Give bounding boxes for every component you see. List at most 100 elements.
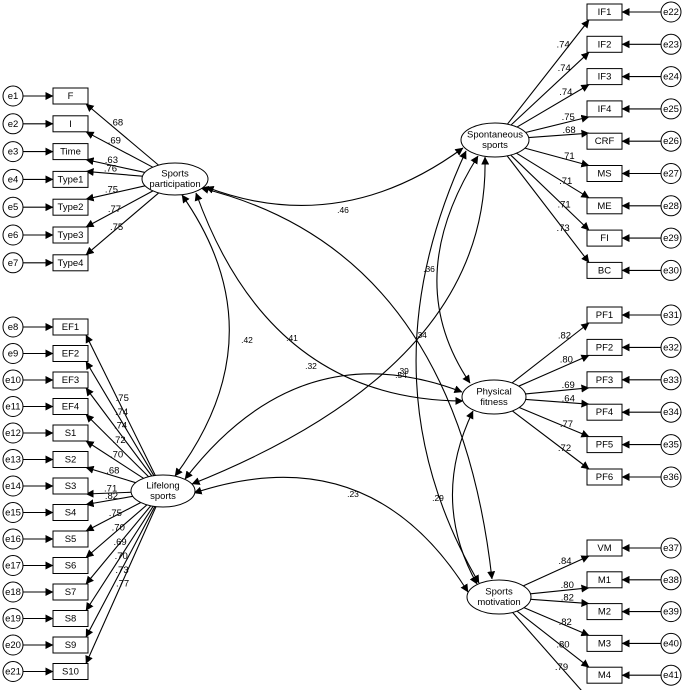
loading-label-Type1: .76: [104, 164, 117, 175]
error-label-e33: e33: [663, 375, 679, 386]
indicator-box-M1: [586, 571, 623, 589]
error-label-e32: e32: [663, 342, 679, 353]
loading-path-S4: [85, 495, 133, 508]
indicator-label-Type3: Type3: [58, 230, 84, 241]
loading-path-S10: [85, 506, 157, 664]
indicator-label-IF2: IF2: [598, 39, 612, 50]
error-circle-e1: [2, 85, 24, 107]
loading-label-PF6: .72: [558, 443, 571, 454]
error-label-e39: e39: [663, 607, 679, 618]
error-circle-e28: [660, 195, 682, 217]
latent-ellipse-pf: [461, 379, 527, 415]
loading-label-S5: .75: [109, 508, 122, 519]
loading-path-IF2: [510, 51, 590, 126]
loading-label-Time: .63: [105, 155, 118, 166]
loading-path-PF5: [518, 406, 590, 438]
covariance-sp-pf: [194, 192, 464, 405]
loading-label-S6: .70: [112, 523, 125, 534]
loading-path-IF1: [506, 19, 590, 125]
indicator-box-S1: [52, 424, 89, 442]
error-circle-e40: [660, 632, 682, 654]
error-label-e36: e36: [663, 472, 679, 483]
error-label-e31: e31: [663, 310, 679, 321]
loading-label-F: .68: [110, 118, 123, 129]
loading-label-ME: .71: [559, 176, 572, 187]
error-label-e18: e18: [5, 587, 21, 598]
indicator-box-S4: [52, 504, 89, 521]
error-label-e4: e4: [8, 174, 19, 185]
indicator-box-M3: [586, 634, 623, 652]
loading-label-PF3: .69: [562, 380, 575, 391]
indicator-label-S3: S3: [65, 481, 77, 492]
covariance-label-pf-sm: .29: [432, 493, 444, 503]
indicator-label-FI: FI: [600, 233, 608, 244]
loading-label-S3: .71: [104, 484, 117, 495]
error-circle-e39: [660, 601, 682, 623]
indicator-label-PF6: PF6: [596, 472, 613, 483]
error-label-e21: e21: [5, 667, 21, 678]
covariance-ss-sm: [415, 150, 480, 584]
covariance-ls-sm: [193, 476, 469, 593]
loading-path-PF2: [518, 354, 590, 387]
loading-path-S2: [85, 465, 136, 484]
indicator-box-CRF: [586, 132, 623, 150]
error-circle-e17: [2, 555, 24, 576]
loading-path-Type1: [85, 168, 143, 177]
loading-path-Time: [85, 157, 146, 173]
loading-path-M2: [530, 598, 590, 608]
indicator-box-Type3: [52, 226, 89, 244]
error-circle-e35: [660, 434, 682, 456]
latent-label-sm-1: motivation: [477, 597, 520, 608]
covariance-ss-pf: [436, 155, 479, 384]
indicator-box-MS: [586, 165, 623, 182]
loading-path-Type3: [85, 190, 154, 228]
indicator-box-EF3: [52, 371, 89, 389]
error-circle-e14: [2, 475, 24, 497]
indicator-box-IF2: [586, 35, 623, 53]
error-label-e10: e10: [5, 375, 21, 386]
latent-ellipse-ss: [460, 122, 530, 158]
error-label-e12: e12: [5, 428, 21, 439]
error-circle-e3: [2, 141, 24, 163]
error-circle-e30: [660, 259, 682, 281]
loading-label-MS: .71: [561, 151, 574, 162]
indicator-label-IF1: IF1: [598, 7, 612, 18]
error-label-e15: e15: [5, 508, 21, 519]
loading-path-S8: [85, 505, 154, 611]
error-label-e37: e37: [663, 543, 679, 554]
indicator-label-IF4: IF4: [598, 104, 612, 115]
labels-layer: .68.69.63.76.75.77.75.75.74.74.72.70.68.…: [104, 40, 576, 673]
error-label-e19: e19: [5, 614, 21, 625]
latent-label-ls-1: sports: [150, 491, 176, 502]
error-label-e11: e11: [5, 402, 20, 413]
latent-label-ss-0: Spontaneous: [467, 130, 523, 141]
indicator-box-EF2: [52, 345, 89, 362]
error-circle-e33: [660, 369, 682, 391]
error-label-e23: e23: [663, 39, 679, 50]
loading-label-IF4: .75: [562, 112, 575, 123]
loading-path-M5: [512, 612, 582, 690]
indicator-box-S7: [52, 583, 89, 601]
indicator-box-M4: [586, 666, 623, 684]
indicator-box-S8: [52, 610, 89, 627]
indicator-label-PF4: PF4: [596, 407, 613, 418]
error-circle-e15: [2, 502, 24, 523]
latent-label-sp-1: participation: [149, 179, 200, 190]
loading-path-S7: [85, 505, 152, 585]
indicator-box-EF4: [52, 398, 89, 415]
error-circle-e11: [2, 396, 24, 417]
loading-label-M5: .79: [555, 662, 568, 673]
covariance-label-ss-sm: .54: [395, 370, 407, 380]
loading-label-M1: .80: [561, 580, 574, 591]
indicator-label-Time: Time: [60, 147, 81, 158]
indicator-box-Type1: [52, 170, 89, 188]
covariance-sp-ls: [174, 194, 230, 477]
indicator-label-PF2: PF2: [596, 342, 613, 353]
loading-label-M3: .82: [559, 617, 572, 628]
indicator-label-S2: S2: [65, 455, 77, 466]
indicator-box-IF4: [586, 100, 623, 118]
indicator-box-S6: [52, 557, 89, 574]
loading-label-CRF: .68: [562, 125, 575, 136]
error-label-e7: e7: [8, 258, 19, 269]
loading-label-EF1: .75: [116, 393, 129, 404]
